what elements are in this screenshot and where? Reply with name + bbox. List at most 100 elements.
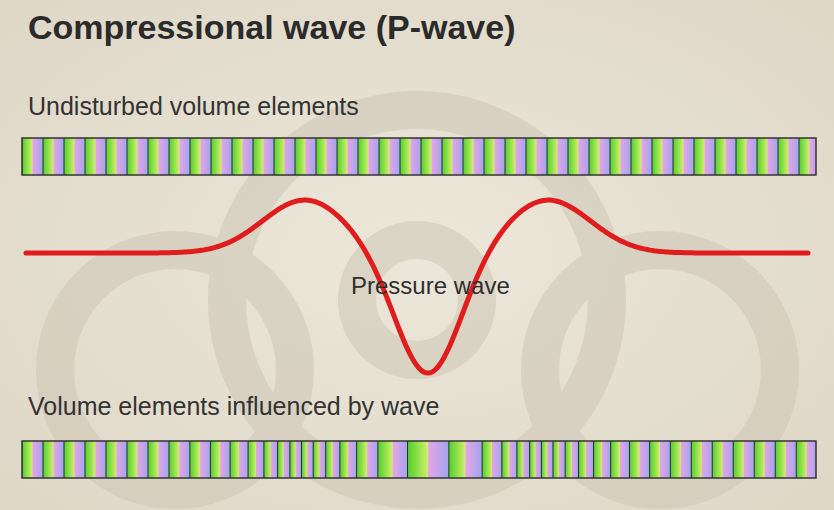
volume-element: [744, 441, 754, 478]
volume-element: [137, 441, 147, 478]
volume-element: [579, 441, 587, 478]
volume-element: [517, 441, 523, 478]
element-border: [547, 138, 548, 175]
volume-element: [148, 138, 159, 175]
element-border: [463, 138, 464, 175]
volume-element: [296, 441, 302, 478]
volume-element: [127, 138, 138, 175]
volume-element: [509, 441, 517, 478]
element-border: [694, 138, 695, 175]
volume-element: [621, 138, 632, 175]
volume-element: [22, 441, 33, 478]
element-border: [482, 441, 483, 478]
bar-outline: [22, 441, 816, 478]
bar-label: Volume elements influenced by wave: [28, 392, 439, 421]
volume-element: [274, 138, 285, 175]
volume-element: [495, 138, 506, 175]
volume-element: [778, 138, 789, 175]
element-border: [754, 441, 755, 478]
volume-element: [747, 138, 758, 175]
volume-element: [565, 441, 572, 478]
element-border: [484, 138, 485, 175]
element-border: [799, 138, 800, 175]
volume-element: [530, 441, 536, 478]
element-border: [210, 441, 211, 478]
volume-element: [712, 441, 722, 478]
volume-element: [158, 441, 168, 478]
volume-element: [600, 138, 611, 175]
volume-element: [673, 138, 684, 175]
volume-element: [319, 441, 325, 478]
volume-element: [421, 138, 432, 175]
element-border: [421, 138, 422, 175]
volume-element: [210, 441, 220, 478]
volume-element: [75, 138, 86, 175]
volume-element: [169, 138, 180, 175]
volume-element: [553, 441, 559, 478]
volume-element: [463, 138, 474, 175]
element-border: [589, 138, 590, 175]
volume-element: [326, 441, 333, 478]
volume-element: [789, 138, 800, 175]
element-border: [263, 441, 264, 478]
element-border: [337, 138, 338, 175]
volume-element: [482, 441, 492, 478]
element-border: [610, 441, 611, 478]
volume-element: [379, 138, 390, 175]
element-border: [400, 138, 401, 175]
volume-element: [390, 138, 401, 175]
volume-element: [660, 441, 670, 478]
volume-element: [285, 138, 296, 175]
volume-element: [594, 441, 603, 478]
element-border: [64, 441, 65, 478]
volume-element: [650, 441, 660, 478]
volume-element: [652, 138, 663, 175]
volume-element: [547, 138, 558, 175]
element-border: [339, 441, 340, 478]
volume-element: [631, 138, 642, 175]
volume-element: [411, 138, 422, 175]
volume-element: [201, 138, 212, 175]
volume-element: [117, 138, 128, 175]
volume-element: [358, 138, 369, 175]
volume-element: [541, 441, 547, 478]
element-border: [505, 138, 506, 175]
volume-element: [579, 138, 590, 175]
element-border: [670, 441, 671, 478]
volume-element: [474, 138, 485, 175]
volume-element: [670, 441, 680, 478]
element-border: [274, 138, 275, 175]
volume-element: [169, 441, 179, 478]
volume-element: [736, 138, 747, 175]
element-border: [568, 138, 569, 175]
volume-element: [85, 441, 95, 478]
volume-element: [681, 441, 691, 478]
element-border: [316, 138, 317, 175]
volume-element: [190, 441, 200, 478]
volume-element: [775, 441, 786, 478]
volume-element: [610, 138, 621, 175]
element-border: [325, 441, 326, 478]
element-border: [64, 138, 65, 175]
pressure-curve: [26, 200, 808, 373]
volume-element: [284, 441, 290, 478]
volume-element: [602, 441, 611, 478]
volume-element: [33, 441, 44, 478]
element-border: [85, 138, 86, 175]
volume-element: [432, 138, 443, 175]
volume-element: [75, 441, 86, 478]
volume-element: [316, 138, 327, 175]
element-border: [541, 441, 542, 478]
element-border: [593, 441, 594, 478]
volume-element: [705, 138, 716, 175]
volume-element: [340, 441, 348, 478]
volume-element: [116, 441, 126, 478]
volume-element: [484, 138, 495, 175]
volume-element: [230, 441, 239, 478]
element-border: [649, 441, 650, 478]
volume-element: [723, 441, 733, 478]
volume-element: [400, 138, 411, 175]
element-border: [84, 441, 85, 478]
volume-element: [536, 441, 542, 478]
